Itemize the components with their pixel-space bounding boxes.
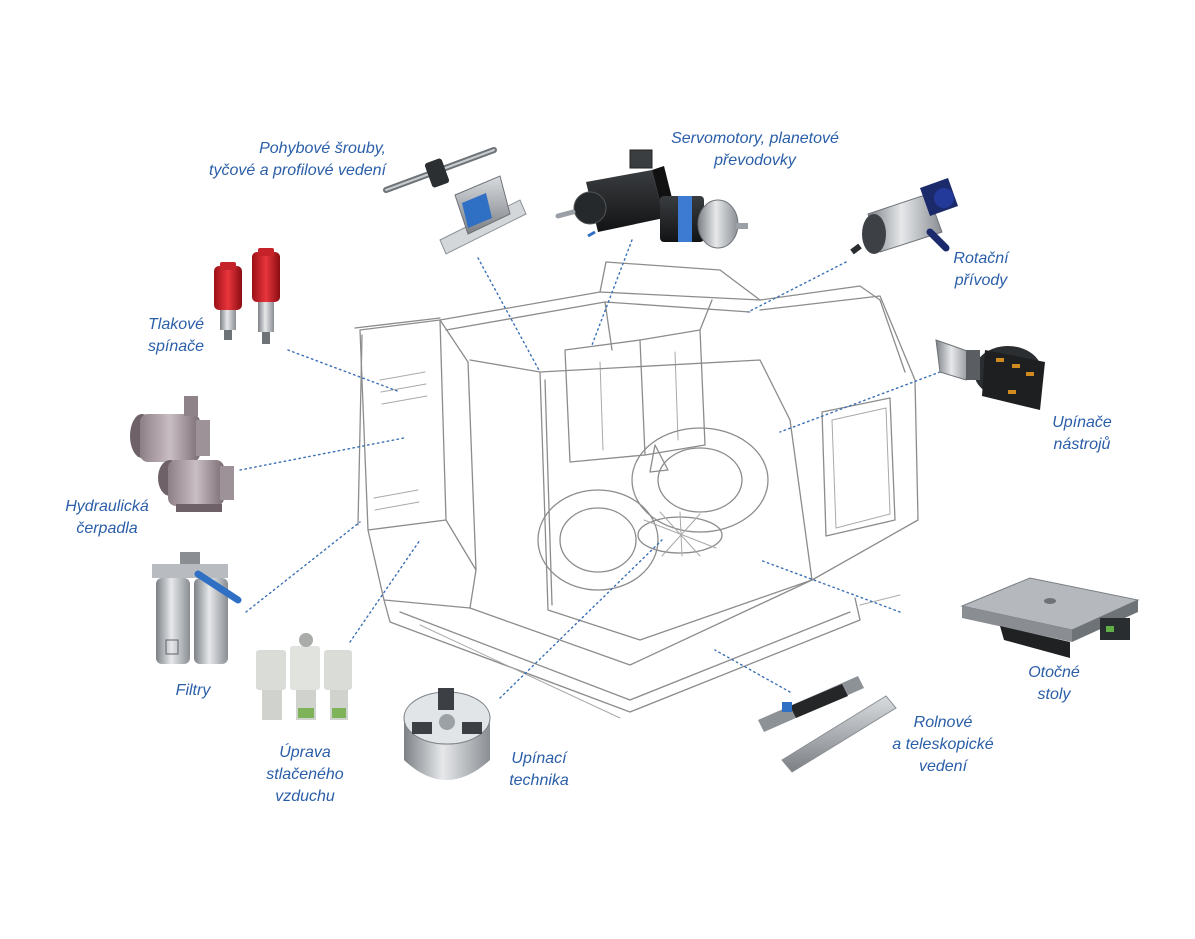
label-servo-line2: převodovky — [714, 152, 796, 169]
label-clamping-line2: technika — [509, 772, 569, 789]
machine-sketch — [354, 261, 919, 719]
pressure-switch-icon — [214, 248, 280, 344]
label-clamping: Upínací technika — [494, 748, 584, 792]
label-air-line3: vzduchu — [275, 788, 335, 805]
ball-screw-linear-guide-icon — [383, 147, 527, 255]
label-hydraulic-pumps: Hydraulická čerpadla — [52, 496, 162, 540]
rotary-union-icon — [850, 178, 958, 255]
label-screws-line1: Pohybové šrouby, — [259, 140, 386, 157]
label-pressure-line2: spínače — [147, 338, 205, 355]
label-filters-line1: Filtry — [175, 682, 211, 699]
chuck-icon — [403, 688, 491, 780]
label-servo-line1: Servomotory, planetové — [671, 130, 839, 147]
telescopic-guide-icon — [758, 676, 897, 773]
label-tables-line2: stoly — [1037, 686, 1071, 703]
leader-lines — [239, 239, 941, 699]
label-guides: Rolnové a teleskopické vedení — [876, 712, 1010, 778]
label-rotary-line2: přívody — [954, 272, 1008, 289]
label-toolholders-line2: nástrojů — [1053, 436, 1111, 453]
label-screws-guides: Pohybové šrouby, tyčové a profilové vede… — [170, 138, 386, 182]
air-preparation-unit-icon — [256, 633, 352, 720]
label-guides-line1: Rolnové — [913, 714, 973, 731]
label-toolholders-line1: Upínače — [1052, 414, 1112, 431]
label-screws-line2: tyčové a profilové vedení — [209, 162, 386, 179]
label-pressure-line1: Tlakové — [147, 316, 205, 333]
label-rotary-tables: Otočné stoly — [1014, 662, 1094, 706]
tool-holder-icon — [935, 339, 1045, 410]
label-guides-line3: vedení — [918, 758, 968, 775]
label-guides-line2: a teleskopické — [892, 736, 994, 753]
servomotor-gearbox-icon — [555, 149, 748, 249]
label-filters: Filtry — [158, 680, 228, 702]
label-tables-line1: Otočné — [1028, 664, 1080, 681]
label-tool-holders: Upínače nástrojů — [1034, 412, 1130, 456]
hydraulic-pump-icon — [130, 396, 234, 512]
label-air-line2: stlačeného — [266, 766, 344, 783]
filter-icon — [152, 552, 242, 664]
label-pumps-line2: čerpadla — [76, 520, 138, 537]
label-rotary-line1: Rotační — [953, 250, 1009, 267]
label-pumps-line1: Hydraulická — [65, 498, 149, 515]
label-clamping-line1: Upínací — [511, 750, 567, 767]
label-servomotors: Servomotory, planetové převodovky — [650, 128, 860, 172]
label-air-line1: Úprava — [279, 744, 331, 761]
label-pressure-switches: Tlakové spínače — [134, 314, 218, 358]
label-air-preparation: Úprava stlačeného vzduchu — [250, 742, 360, 808]
rotary-table-icon — [960, 577, 1140, 658]
label-rotary-unions: Rotační přívody — [936, 248, 1026, 292]
